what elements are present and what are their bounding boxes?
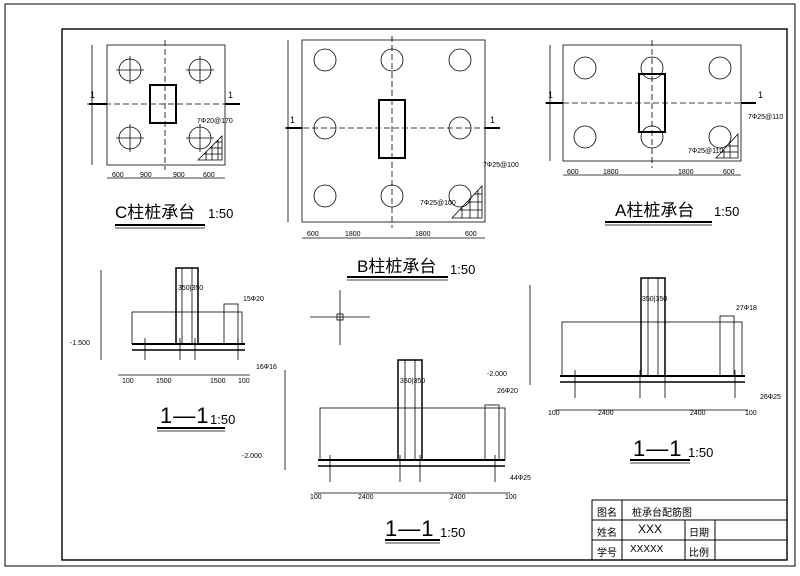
plan-b-rebar2: 7Ф25@100 xyxy=(420,200,456,207)
tb-label-name: 图名 xyxy=(597,508,617,519)
section-right-elev: -2.000 xyxy=(487,371,507,378)
plan-b-dim-h0: 600 xyxy=(307,231,319,238)
pile-circles xyxy=(116,56,214,152)
rebar-grid xyxy=(451,184,483,219)
inner-border xyxy=(61,28,788,561)
plan-b-dim-h1: 1800 xyxy=(345,231,361,238)
plan-b-dim-h2: 1800 xyxy=(415,231,431,238)
plan-b-scale: 1:50 xyxy=(450,262,476,277)
plan-c-dim-h1: 900 xyxy=(140,172,152,179)
section-right-dim-h0: 100 xyxy=(548,410,560,417)
plan-c-rebar: 7Ф20@170 xyxy=(197,118,233,125)
plan-a-rebar2: 7Ф25@110 xyxy=(688,148,724,155)
plan-c-mark-r: 1 xyxy=(228,90,234,100)
section-right-dim-h1: 2400 xyxy=(598,410,614,417)
pile-circles xyxy=(573,56,732,149)
section-left-rebar-bot: 16Ф16 xyxy=(256,364,277,371)
plan-c-title: C柱桩承台 xyxy=(115,203,196,222)
plan-a-dim-h1: 1800 xyxy=(603,169,619,176)
plan-c-dim-h0: 600 xyxy=(112,172,124,179)
section-mid-dim-h3: 100 xyxy=(505,494,517,501)
plan-b-dim-h3: 600 xyxy=(465,231,477,238)
plan-b-mark-l: 1 xyxy=(290,115,296,125)
plan-c-dim-h3: 600 xyxy=(203,172,215,179)
plan-c-mark-l: 1 xyxy=(90,90,96,100)
tb-label-author: 姓名 xyxy=(597,528,617,539)
plan-a-scale: 1:50 xyxy=(714,204,740,219)
section-right-rebar-bot: 26Ф25 xyxy=(760,394,781,401)
plan-a-title: A柱桩承台 xyxy=(615,201,695,220)
plan-c xyxy=(87,40,240,179)
section-right-dim-h3: 100 xyxy=(745,410,757,417)
section-right-title: 1—1 xyxy=(633,436,683,461)
section-mid-dim-h0: 100 xyxy=(310,494,322,501)
outer-border xyxy=(4,3,796,567)
section-mid-col: 350|350 xyxy=(400,378,426,385)
section-left-elev: -1.500 xyxy=(70,340,90,347)
plan-c-scale: 1:50 xyxy=(208,206,234,221)
plan-b-mark-r: 1 xyxy=(490,115,496,125)
section-mid-rebar-top: 26Ф20 xyxy=(497,388,518,395)
section-left-title: 1—1 xyxy=(160,403,210,428)
plan-a-mark-r: 1 xyxy=(758,90,764,100)
section-mid-elev: -2.000 xyxy=(242,453,262,460)
section-mid-dim-h2: 2400 xyxy=(450,494,466,501)
rebar-grid xyxy=(197,135,223,161)
tb-value-id: XXXXX xyxy=(630,544,664,555)
tb-value-author: XXX xyxy=(638,522,663,536)
title-block-grid xyxy=(591,499,788,561)
section-mid-scale: 1:50 xyxy=(440,525,466,540)
plan-a-mark-l: 1 xyxy=(548,90,554,100)
section-mid-title: 1—1 xyxy=(385,516,435,541)
section-left-rebar-top: 15Ф20 xyxy=(243,296,264,303)
section-left-col: 350|350 xyxy=(178,285,204,292)
section-left-dim-h0: 100 xyxy=(122,378,134,385)
plan-a-rebar1: 7Ф25@110 xyxy=(748,114,784,121)
tb-label-id: 学号 xyxy=(597,548,617,559)
crosshair xyxy=(310,290,370,345)
section-right xyxy=(529,277,748,411)
section-left-dim-h2: 1500 xyxy=(210,378,226,385)
plan-b-title: B柱桩承台 xyxy=(357,257,437,276)
plan-a-dim-h2: 1800 xyxy=(678,169,694,176)
plan-b xyxy=(285,36,500,239)
section-right-dim-h2: 2400 xyxy=(690,410,706,417)
section-left xyxy=(100,267,250,376)
section-right-rebar-top: 27Ф18 xyxy=(736,305,757,312)
tb-label-date: 日期 xyxy=(689,528,709,539)
plan-c-dim-h2: 900 xyxy=(173,172,185,179)
pile-circles xyxy=(313,48,472,208)
tb-label-scale: 比例 xyxy=(689,548,709,559)
section-left-dim-h1: 1500 xyxy=(156,378,172,385)
section-left-dim-h3: 100 xyxy=(238,378,250,385)
section-mid-dim-h1: 2400 xyxy=(358,494,374,501)
plan-a-dim-h3: 600 xyxy=(723,169,735,176)
section-right-scale: 1:50 xyxy=(688,445,714,460)
section-left-scale: 1:50 xyxy=(210,412,236,427)
plan-b-rebar1: 7Ф25@100 xyxy=(483,162,519,169)
plan-a-dim-h0: 600 xyxy=(567,169,579,176)
rebar-grid xyxy=(715,132,739,159)
tb-value-name: 桩承台配筋图 xyxy=(632,508,692,519)
section-right-col: 350|350 xyxy=(642,296,668,303)
section-mid xyxy=(284,359,510,494)
section-mid-rebar-bot: 44Ф25 xyxy=(510,475,531,482)
plan-a xyxy=(545,40,756,176)
